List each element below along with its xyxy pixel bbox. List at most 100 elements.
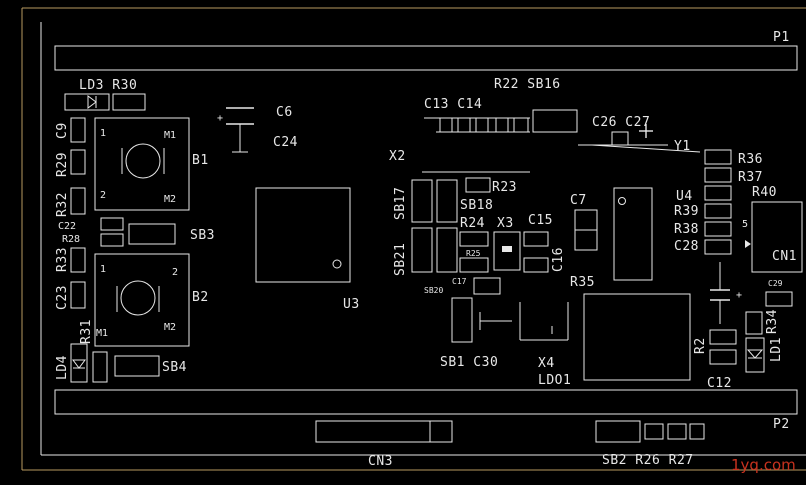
b1-pin1: 1 <box>100 128 106 139</box>
r22-sb16-label: R22 SB16 <box>494 77 561 92</box>
p2-label: P2 <box>773 417 790 432</box>
b1-pin2: 2 <box>100 190 106 201</box>
r33-pad <box>70 247 86 273</box>
ld3-led <box>64 93 110 111</box>
c17-label: C17 <box>452 277 467 286</box>
cn1-label: CN1 <box>772 249 797 264</box>
sb2-r26-r27-label: SB2 R26 R27 <box>602 453 694 468</box>
c15-label: C15 <box>528 213 553 228</box>
c22-label: C22 <box>58 221 76 232</box>
r32-pad <box>70 187 86 215</box>
r24-label: R24 <box>460 216 485 231</box>
cn3-connector <box>315 420 453 443</box>
sb3-pad <box>128 223 176 245</box>
b1-label: B1 <box>192 153 209 168</box>
r40-label: R40 <box>752 185 777 200</box>
c30-cap <box>479 312 512 330</box>
r27b-pad <box>689 423 705 440</box>
b2-m2: M2 <box>164 322 176 333</box>
watermark-text: 1yq.com <box>731 456 796 474</box>
c23-label: C23 <box>55 285 70 310</box>
c9-label: C9 <box>55 122 70 139</box>
r2-pad <box>709 329 737 345</box>
r35-label: R35 <box>570 275 595 290</box>
sb1-c30-label: SB1 C30 <box>440 355 498 370</box>
x4-label: X4 <box>538 356 555 371</box>
r26-pad <box>644 423 664 440</box>
sb4-pad <box>114 355 160 377</box>
b2-pin1: 1 <box>100 264 106 275</box>
c15-pad <box>523 231 549 247</box>
b2-label: B2 <box>192 290 209 305</box>
svg-text:+: + <box>736 290 742 301</box>
resistor-ladder <box>704 149 732 255</box>
ld4-led <box>70 343 88 383</box>
c22-pad <box>100 217 124 231</box>
c29-pad <box>765 291 793 307</box>
u4-label: U4 <box>676 189 693 204</box>
r2-label: R2 <box>693 337 708 354</box>
b2-pin2: 2 <box>172 267 178 278</box>
c6-label: C6 <box>276 105 293 120</box>
ldo1-chip <box>583 293 691 381</box>
r31-label: R31 <box>79 319 94 344</box>
c28-label: C28 <box>674 239 699 254</box>
y1-label: Y1 <box>674 139 691 154</box>
c26-c27-label: C26 C27 <box>592 115 650 130</box>
ld1-label: LD1 <box>769 337 784 362</box>
u3-chip <box>255 187 351 283</box>
r33-label: R33 <box>55 247 70 272</box>
c6-capacitor: + <box>217 107 254 153</box>
r23-label: R23 <box>492 180 517 195</box>
r39-label: R39 <box>674 204 699 219</box>
x3-crystal <box>493 231 521 271</box>
r25-pad <box>459 257 489 273</box>
r38-label: R38 <box>674 222 699 237</box>
r29-label: R29 <box>55 152 70 177</box>
board-outline <box>21 7 806 471</box>
r25-label: R25 <box>466 249 481 258</box>
u4-chip <box>613 187 653 281</box>
r23-pad <box>465 177 491 193</box>
sb21-label: SB21 <box>393 243 408 276</box>
cn1-pin5: 5 <box>742 219 748 230</box>
r31-pad <box>92 351 108 383</box>
c17-pad <box>473 277 501 295</box>
cn1-connector <box>745 201 803 273</box>
r2b-pad <box>709 349 737 365</box>
sb20-label: SB20 <box>424 286 443 295</box>
c29-label: C29 <box>768 279 783 288</box>
b1-m1: M1 <box>164 130 176 141</box>
b2-button <box>94 253 190 347</box>
r34-pad <box>745 311 763 335</box>
sb21-pad-b <box>436 227 458 273</box>
b1-m2: M2 <box>164 194 176 205</box>
r24-pad <box>459 231 489 247</box>
c12-label: C12 <box>707 376 732 391</box>
r36-label: R36 <box>738 152 763 167</box>
ld1-led <box>745 337 765 373</box>
ld4-label: LD4 <box>55 355 70 380</box>
r37-label: R37 <box>738 170 763 185</box>
p1-label: P1 <box>773 30 790 45</box>
x3-label: X3 <box>497 216 514 231</box>
sb1-pad <box>451 297 473 343</box>
sb18-label: SB18 <box>460 198 493 213</box>
sb2-pad <box>595 420 641 443</box>
c23-pad <box>70 281 86 309</box>
y1-outline <box>591 144 701 153</box>
c9-pad <box>70 117 86 143</box>
x4-crystal <box>519 302 569 341</box>
svg-text:+: + <box>217 113 223 124</box>
r32-label: R32 <box>55 192 70 217</box>
c15b-pad <box>523 257 549 273</box>
c13-c14-pads <box>424 117 530 133</box>
b1-button <box>94 117 190 211</box>
r29-pad <box>70 149 86 175</box>
r34-label: R34 <box>765 309 780 334</box>
ldo1-label: LDO1 <box>538 373 571 388</box>
b2-m1: M1 <box>96 328 108 339</box>
p2-header <box>54 389 798 415</box>
sb16-pad <box>532 109 578 133</box>
